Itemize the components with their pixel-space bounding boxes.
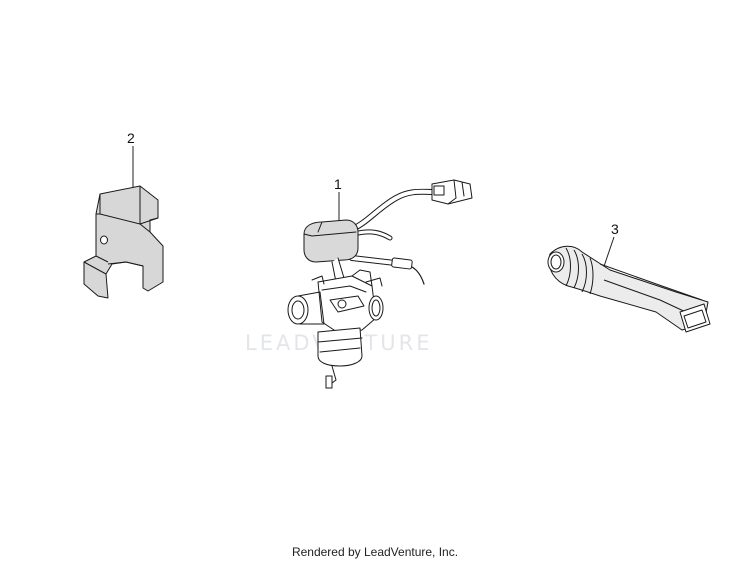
callout-1[interactable]: 1 xyxy=(334,176,342,192)
carburetor-icon[interactable] xyxy=(287,179,473,389)
intake-tube-icon[interactable] xyxy=(547,245,711,333)
callout-3[interactable]: 3 xyxy=(611,221,619,237)
callout-2[interactable]: 2 xyxy=(127,130,135,146)
heat-shield-cover-icon[interactable] xyxy=(83,185,164,299)
render-credit: Rendered by LeadVenture, Inc. xyxy=(291,545,459,559)
